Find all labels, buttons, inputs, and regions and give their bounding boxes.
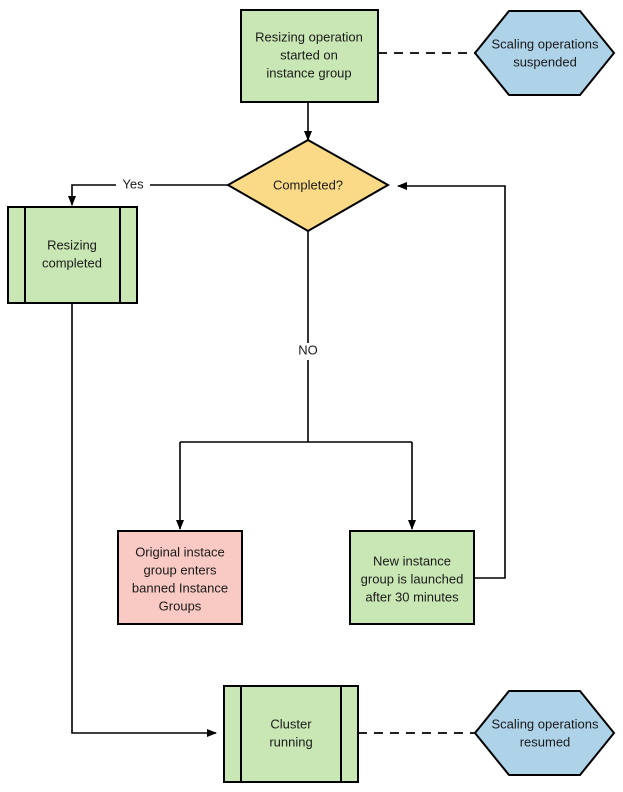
scaling-suspended-line-2: suspended (513, 54, 577, 69)
scaling-suspended-hexagon[interactable] (473, 10, 616, 96)
original-group-banned-box[interactable] (117, 530, 243, 625)
scaling-resumed-line-1: Scaling operations (492, 716, 599, 731)
resizing-started-line-1: Resizing operation (255, 29, 363, 44)
scaling-suspended-line-1: Scaling operations (492, 36, 599, 51)
edge-label-yes: Yes (122, 176, 144, 191)
completed-decision-diamond[interactable] (225, 138, 391, 233)
new-group-launched-line-3: after 30 minutes (365, 589, 459, 604)
resizing-started-line-3: instance group (266, 65, 351, 80)
original-group-banned-line-4: Groups (159, 598, 202, 613)
edge-label-no: NO (298, 342, 318, 357)
node-scaling-resumed[interactable]: Scaling operations resumed (473, 690, 616, 776)
cluster-running-line-2: running (269, 734, 312, 749)
no-label-backdrop (290, 343, 326, 360)
completed-decision-label: Completed? (273, 177, 343, 192)
new-group-launched-line-2: group is launched (361, 571, 464, 586)
original-group-banned-line-1: Original instace (135, 544, 225, 559)
yes-label-backdrop (116, 176, 150, 193)
scaling-resumed-line-2: resumed (520, 734, 571, 749)
node-cluster-running[interactable]: Cluster running (223, 685, 359, 783)
new-group-launched-line-1: New instance (373, 553, 451, 568)
resizing-started-box[interactable] (240, 9, 379, 103)
node-completed-decision[interactable]: Completed? (225, 138, 391, 233)
node-scaling-suspended[interactable]: Scaling operations suspended (473, 10, 616, 96)
new-group-launched-box[interactable] (349, 530, 475, 625)
scaling-resumed-hexagon[interactable] (473, 690, 616, 776)
original-group-banned-line-3: banned Instance (132, 580, 228, 595)
resizing-completed-box[interactable] (7, 206, 138, 304)
cluster-running-box[interactable] (223, 685, 359, 783)
original-group-banned-line-2: group enters (144, 562, 217, 577)
node-resizing-completed[interactable]: Resizing completed (7, 206, 138, 304)
edge-new-group-retry-loop (397, 182, 506, 579)
resizing-completed-line-1: Resizing (47, 237, 97, 252)
node-resizing-started[interactable]: Resizing operation started on instance g… (240, 9, 379, 103)
resizing-completed-line-2: completed (42, 255, 102, 270)
resizing-started-line-2: started on (280, 47, 338, 62)
node-original-group-banned[interactable]: Original instace group enters banned Ins… (117, 530, 243, 625)
cluster-running-line-1: Cluster (270, 716, 312, 731)
edge-resizing-completed-to-cluster (71, 303, 217, 737)
edge-decision-yes (68, 184, 228, 206)
node-new-group-launched[interactable]: New instance group is launched after 30 … (349, 530, 475, 625)
